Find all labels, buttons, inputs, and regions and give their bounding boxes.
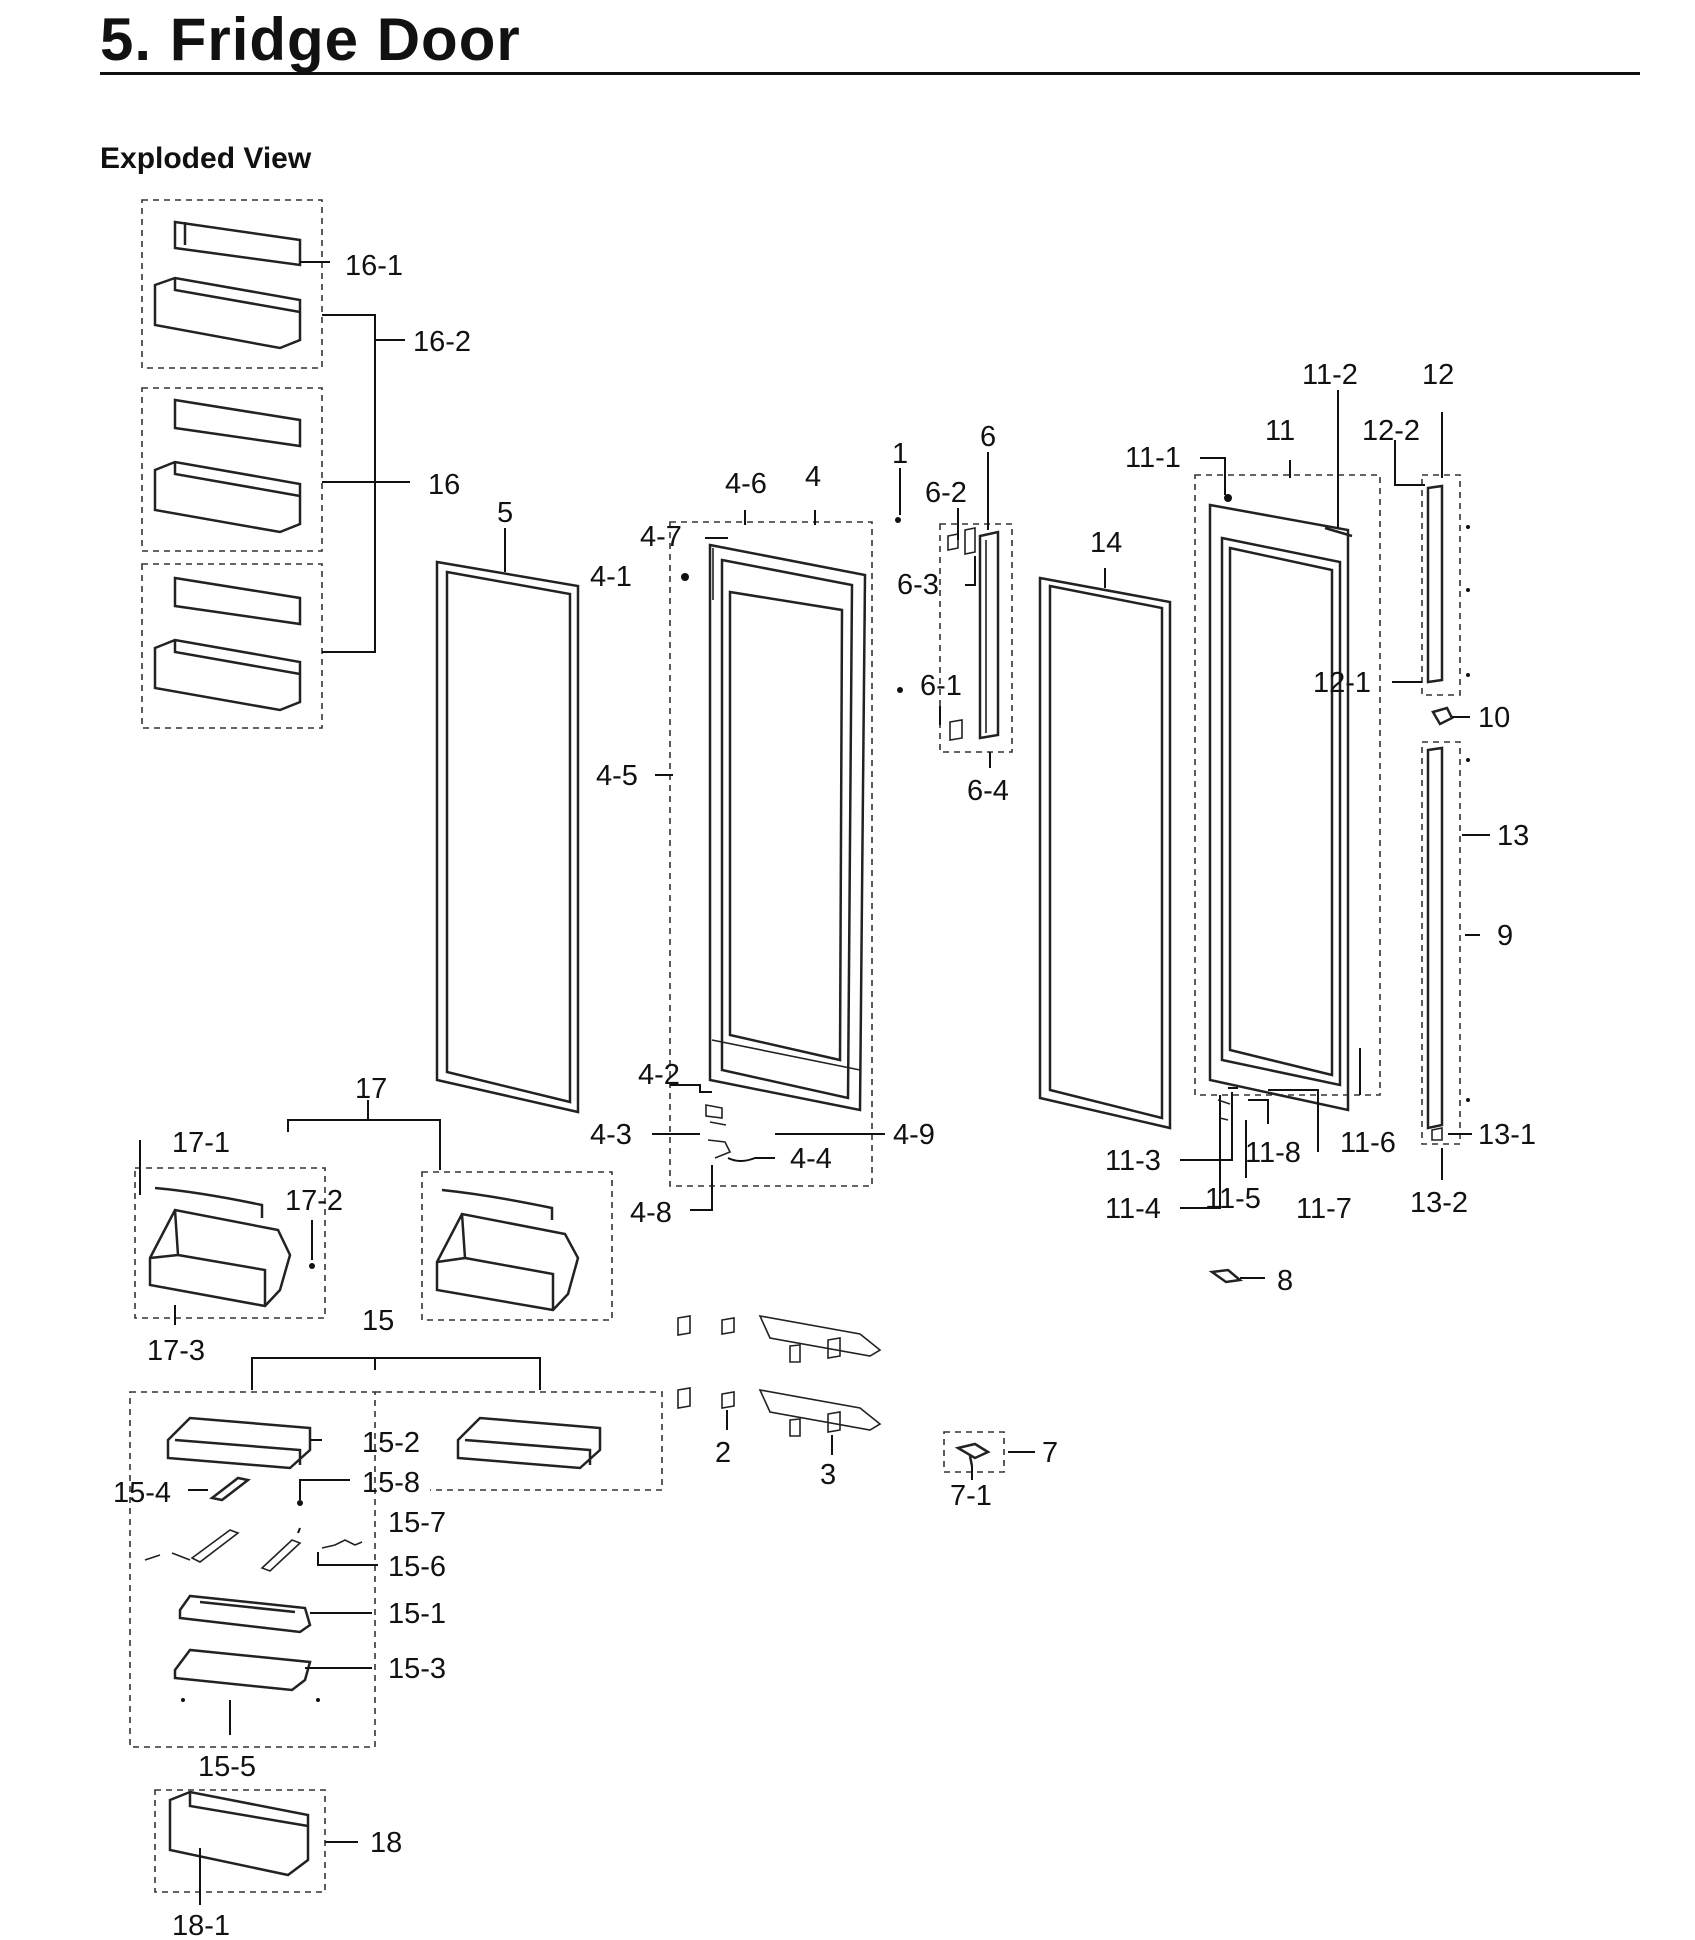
callout-6: 6 — [980, 421, 996, 453]
door-guard-17-right — [435, 1188, 580, 1312]
callout-11-4: 11-4 — [1105, 1193, 1161, 1225]
callout-5: 5 — [497, 497, 513, 529]
outer-door-11 — [1208, 503, 1350, 1112]
callout-13: 13 — [1497, 820, 1529, 852]
shelf-15 — [144, 1416, 602, 1692]
bin-18-outline — [154, 1789, 326, 1893]
callout-7-1: 7-1 — [950, 1480, 992, 1512]
callout-4: 4 — [805, 461, 821, 493]
clip-10 — [1431, 706, 1454, 726]
callout-8: 8 — [1277, 1265, 1293, 1297]
callout-13-2: 13-2 — [1410, 1187, 1468, 1219]
door-bin-1 — [153, 220, 302, 350]
guard-17-right-outline — [421, 1171, 613, 1321]
door-guard-17-left — [148, 1186, 292, 1308]
bin-group-16-3-outline — [141, 563, 323, 729]
callout-9: 9 — [1497, 920, 1513, 952]
trim-12-outline — [1421, 474, 1461, 696]
door-bin-3 — [153, 576, 302, 712]
callout-12: 12 — [1422, 359, 1454, 391]
callout-4-8: 4-8 — [630, 1197, 672, 1229]
callout-16-2: 16-2 — [413, 326, 471, 358]
callout-4-2: 4-2 — [638, 1059, 680, 1091]
callout-15-8: 15-8 — [362, 1467, 420, 1499]
callout-17-1: 17-1 — [172, 1127, 230, 1159]
callout-17: 17 — [355, 1073, 387, 1105]
door-liner-4 — [708, 543, 867, 1112]
callout-11-6: 11-6 — [1340, 1127, 1396, 1159]
callout-15-1: 15-1 — [388, 1598, 446, 1630]
callout-4-1: 4-1 — [590, 561, 632, 593]
callout-10: 10 — [1478, 702, 1510, 734]
callout-15-3: 15-3 — [388, 1653, 446, 1685]
callout-11-1: 11-1 — [1125, 442, 1181, 474]
callout-13-1: 13-1 — [1478, 1119, 1536, 1151]
part-7 — [954, 1442, 991, 1467]
callout-17-2: 17-2 — [285, 1185, 343, 1217]
callout-15-5: 15-5 — [198, 1751, 256, 1783]
callout-14: 14 — [1090, 527, 1122, 559]
shelf-15-left-outline — [129, 1391, 376, 1748]
callout-6-3: 6-3 — [897, 569, 939, 601]
callout-6-1: 6-1 — [920, 670, 962, 702]
callout-18-1: 18-1 — [172, 1910, 230, 1940]
callout-4-3: 4-3 — [590, 1119, 632, 1151]
callout-1: 1 — [892, 438, 908, 470]
callout-4-6: 4-6 — [725, 468, 767, 500]
callout-15-4: 15-4 — [113, 1477, 171, 1509]
callout-17-3: 17-3 — [147, 1335, 205, 1367]
door-gasket-14 — [1038, 576, 1172, 1130]
door-liner-group-outline — [669, 521, 873, 1187]
page-title: 5. Fridge Door — [100, 6, 521, 73]
guard-17-left-outline — [134, 1167, 326, 1319]
callout-7: 7 — [1042, 1437, 1058, 1469]
side-trim-13 — [1426, 746, 1444, 1130]
brackets-2-3 — [677, 1314, 882, 1437]
part-7-outline — [943, 1431, 1005, 1473]
callout-3: 3 — [820, 1459, 836, 1491]
door-gasket-5 — [435, 560, 580, 1114]
callout-4-7: 4-7 — [640, 521, 682, 553]
door-bin-2 — [153, 398, 302, 534]
callout-12-2: 12-2 — [1362, 415, 1420, 447]
outer-door-group-outline — [1194, 474, 1381, 1096]
callout-15-6: 15-6 — [388, 1551, 446, 1583]
callout-11-5: 11-5 — [1205, 1183, 1261, 1215]
handle-group-outline — [939, 523, 1013, 753]
side-trim-12 — [1426, 484, 1444, 684]
part-8 — [1208, 1268, 1243, 1284]
callout-11-8: 11-8 — [1245, 1137, 1301, 1169]
callout-15: 15 — [362, 1305, 394, 1337]
section-subtitle: Exploded View — [100, 142, 312, 175]
bin-group-16-2-outline — [141, 387, 323, 552]
callout-12-1: 12-1 — [1313, 667, 1371, 699]
callout-16: 16 — [428, 469, 460, 501]
door-bin-18 — [168, 1790, 310, 1877]
callout-11: 11 — [1265, 415, 1295, 447]
callout-18: 18 — [370, 1827, 402, 1859]
callout-11-7: 11-7 — [1296, 1193, 1352, 1225]
callout-11-3: 11-3 — [1105, 1145, 1161, 1177]
callout-6-2: 6-2 — [925, 477, 967, 509]
callout-4-9: 4-9 — [893, 1119, 935, 1151]
callout-4-4: 4-4 — [790, 1143, 832, 1175]
door-handle-6 — [978, 530, 1000, 740]
callout-2: 2 — [715, 1437, 731, 1469]
callout-11-2: 11-2 — [1302, 359, 1358, 391]
title-underline — [100, 72, 1640, 75]
callout-16-1: 16-1 — [345, 250, 403, 282]
bin-group-16-1-outline — [141, 199, 323, 369]
callout-4-5: 4-5 — [596, 760, 638, 792]
callout-15-2: 15-2 — [362, 1427, 420, 1459]
callout-6-4: 6-4 — [967, 775, 1009, 807]
callout-15-7: 15-7 — [388, 1507, 446, 1539]
